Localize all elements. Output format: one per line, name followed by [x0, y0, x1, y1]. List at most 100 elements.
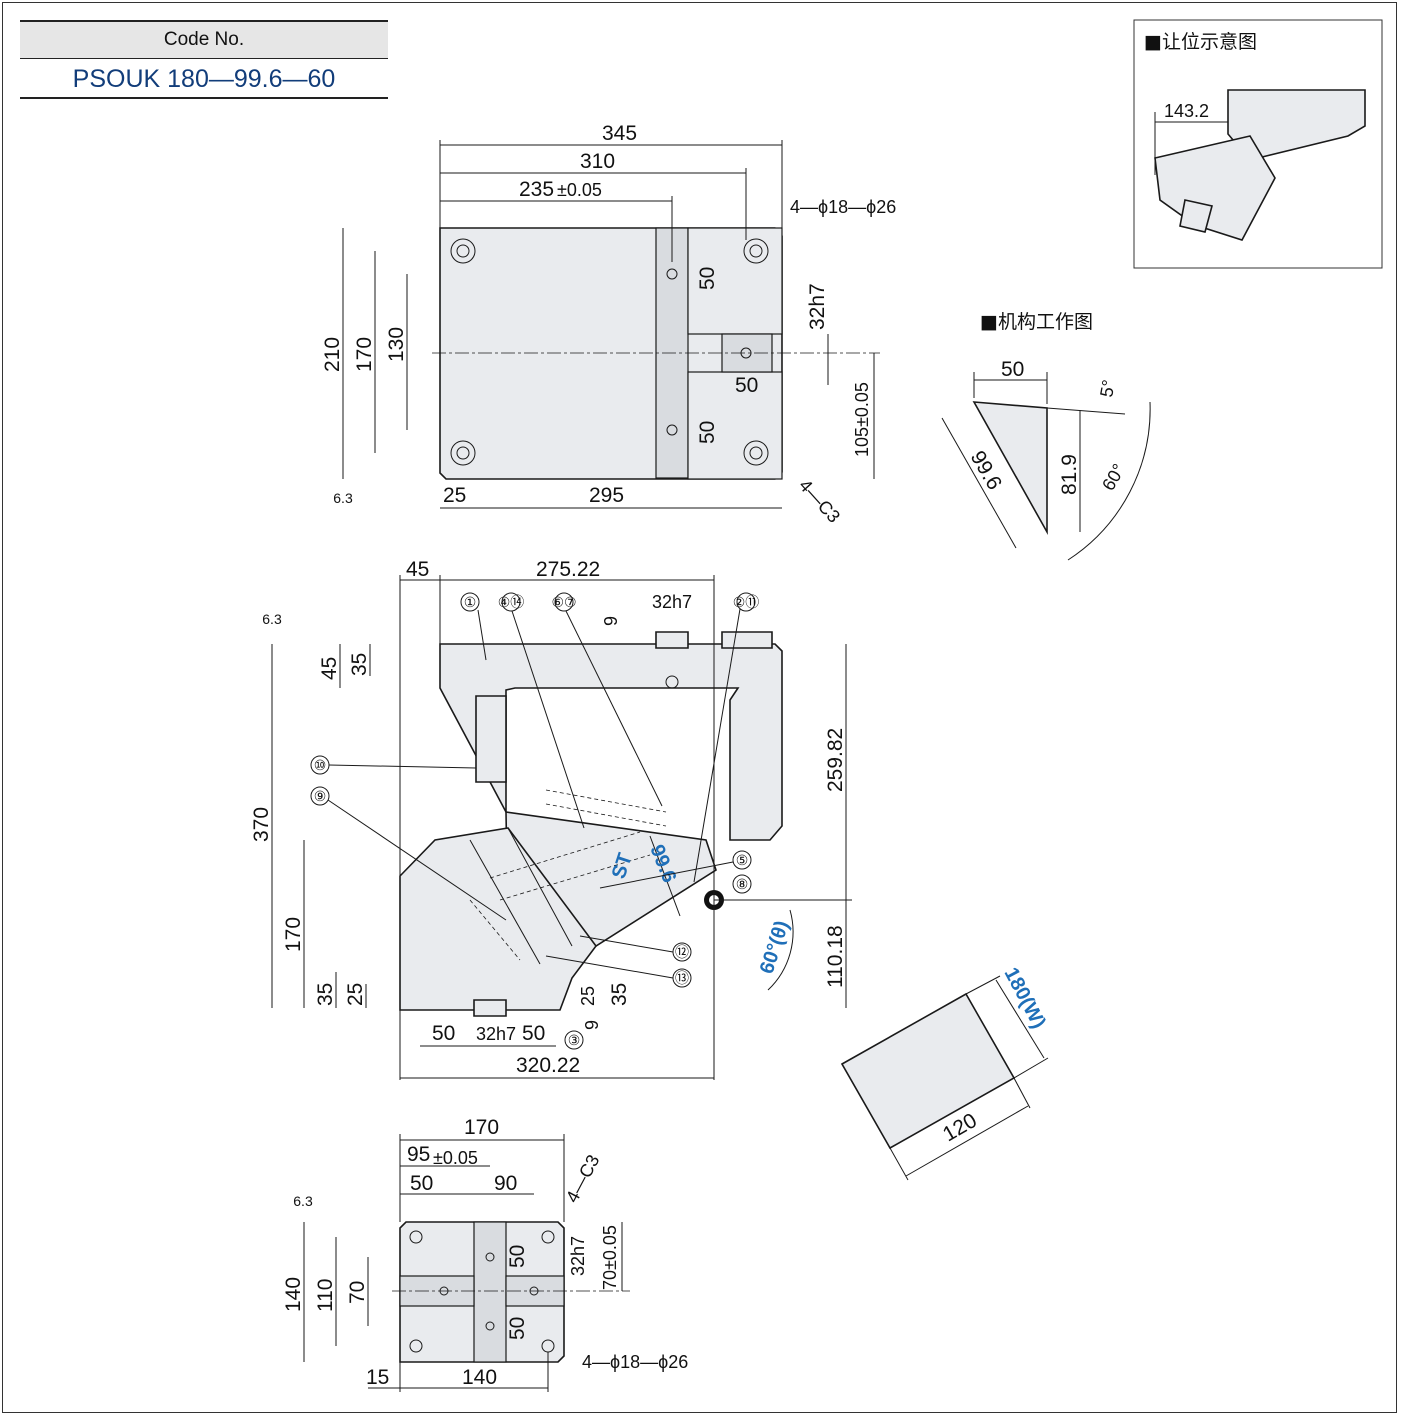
top-holes-note: 4—ϕ18—ϕ26 [790, 197, 896, 217]
top-slot-50b: 50 [696, 421, 719, 444]
callout-4-14: ④⑭ [498, 594, 525, 610]
top-key-right [721, 631, 773, 649]
bottom-key [473, 999, 507, 1017]
mechanism-large-angle: 60° [1098, 460, 1129, 494]
top-width-235-tol: ±0.05 [557, 180, 602, 200]
top-slot-50a: 50 [696, 267, 719, 290]
front-bottom-25: 25 [344, 983, 367, 1006]
top-width-310: 310 [580, 150, 615, 173]
bottom-height-140: 140 [282, 1277, 305, 1312]
callout-5: ⑤ [736, 852, 749, 868]
bottom-chamfer: 4—C3 [562, 1151, 604, 1205]
callout-1: ① [464, 594, 477, 610]
reference-hole-icon [665, 675, 679, 689]
mount-hole-icon [743, 440, 769, 466]
front-bottom-key: 32h7 [476, 1024, 516, 1044]
callout-2-11: ②⑪ [733, 594, 760, 610]
bottom-width-140: 140 [462, 1366, 497, 1389]
top-view: 345 310 235 ±0.05 4—ϕ18—ϕ26 210 170 130 … [321, 122, 896, 527]
callout-12: ⑫ [675, 944, 689, 960]
top-key [655, 631, 689, 649]
bolt-block [475, 695, 507, 783]
top-height-170: 170 [353, 337, 376, 372]
top-height-130: 130 [385, 327, 408, 362]
mount-hole-icon [450, 440, 476, 466]
mechanism-height-dim: 81.9 [1058, 454, 1081, 495]
front-right-9: 9 [582, 1020, 602, 1030]
callout-9: ⑨ [314, 788, 327, 804]
bottom-width-15: 15 [366, 1366, 389, 1389]
bottom-hole-icon [541, 1230, 555, 1244]
mount-hole-icon [450, 238, 476, 264]
front-bottom-35: 35 [314, 983, 337, 1006]
bottom-height-70: 70 [346, 1281, 369, 1304]
bottom-key-50a: 50 [506, 1245, 529, 1268]
bottom-height-70tol: 70±0.05 [600, 1225, 620, 1290]
bottom-holes-note: 4—ϕ18—ϕ26 [582, 1352, 688, 1372]
clearance-inset: ■让位示意图 143.2 [1133, 19, 1383, 269]
mechanism-small-angle: 5° [1096, 378, 1119, 398]
front-height-370: 370 [250, 807, 273, 842]
front-left-35: 35 [348, 653, 371, 676]
mechanism-triangle [972, 401, 1048, 536]
callout-10: ⑩ [314, 757, 327, 773]
bottom-key: 32h7 [568, 1236, 588, 1276]
bottom-width-50: 50 [410, 1172, 433, 1195]
bottom-width-95-tol: ±0.05 [433, 1148, 478, 1168]
clearance-title: ■让位示意图 [1144, 31, 1257, 53]
bottom-hole-icon [409, 1339, 423, 1353]
mechanism-inset: ■机构工作图 50 99.6 81.9 5° 60° [941, 311, 1151, 561]
front-height-170: 170 [282, 917, 305, 952]
callout-8: ⑧ [736, 876, 749, 892]
front-height-259: 259.82 [824, 728, 847, 792]
bottom-width-90: 90 [494, 1172, 517, 1195]
mechanism-title: ■机构工作图 [980, 311, 1093, 333]
bottom-height-110: 110 [314, 1279, 337, 1312]
code-label: Code No. [20, 20, 388, 59]
top-bottom-25: 25 [443, 484, 466, 507]
mechanism-top-dim: 50 [1001, 358, 1024, 381]
top-key-50: 50 [735, 374, 758, 397]
code-number-box: Code No. PSOUK 180—99.6—60 [20, 20, 388, 99]
bottom-roughness: 6.3 [293, 1193, 313, 1209]
callout-13: ⑬ [675, 970, 689, 986]
front-bottom-50b: 50 [522, 1022, 545, 1045]
top-width-345: 345 [602, 122, 637, 145]
bottom-view: 170 95 ±0.05 50 90 4—C3 32h7 50 50 70±0.… [282, 1116, 688, 1392]
front-roughness: 6.3 [262, 611, 282, 627]
front-depth-9: 9 [601, 616, 621, 626]
bottom-width-170: 170 [464, 1116, 499, 1139]
front-width-275: 275.22 [536, 558, 600, 581]
lower-body [399, 827, 597, 1011]
top-height-210: 210 [321, 337, 344, 372]
bottom-hole-icon [409, 1230, 423, 1244]
top-key-32h7: 32h7 [806, 283, 829, 330]
mount-hole-icon [743, 238, 769, 264]
front-right-35: 35 [608, 983, 631, 1006]
top-roughness: 6.3 [333, 490, 353, 506]
front-right-25: 25 [578, 986, 598, 1006]
code-value: PSOUK 180—99.6—60 [20, 59, 388, 99]
front-angle-label: 60°(θ) [756, 918, 794, 977]
front-height-110: 110.18 [824, 925, 847, 988]
callout-list: ① ④⑭ ⑥⑦ ②⑪ ⑩ ⑨ ⑤ ⑧ ⑫ ⑬ ③ [310, 592, 760, 1050]
front-key-32h7: 32h7 [652, 592, 692, 612]
clearance-bracket [1179, 199, 1213, 233]
top-height-105: 105±0.05 [852, 382, 872, 457]
top-width-235: 235 [519, 178, 554, 201]
workpiece: 180(W) 120 [840, 964, 1050, 1181]
top-chamfer: 4—C3 [795, 475, 844, 526]
bottom-key-50b: 50 [506, 1317, 529, 1340]
callout-3: ③ [568, 1032, 581, 1048]
front-view: 45 275.22 32h7 9 45 35 370 259.82 110.18… [250, 558, 852, 1080]
front-width-45: 45 [406, 558, 429, 581]
workpiece-plate [840, 992, 1016, 1150]
bottom-width-95: 95 [407, 1143, 430, 1166]
clearance-dim: 143.2 [1164, 101, 1209, 121]
callout-6-7: ⑥⑦ [551, 594, 576, 610]
top-bottom-295: 295 [589, 484, 624, 507]
front-bottom-50a: 50 [432, 1022, 455, 1045]
front-left-45: 45 [318, 657, 341, 680]
